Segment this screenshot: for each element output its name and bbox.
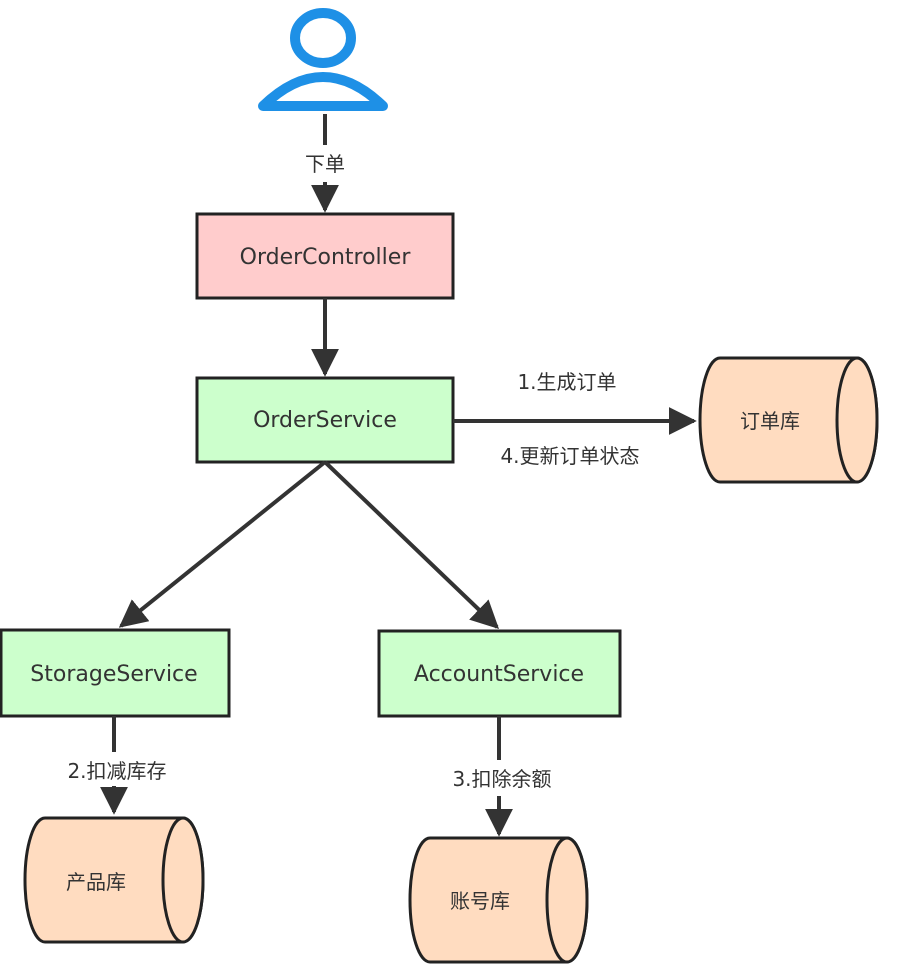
product-db: 产品库 xyxy=(23,816,205,944)
edge-service-to-storage xyxy=(118,460,327,628)
account-service-node: AccountService xyxy=(377,629,622,718)
order-service-label: OrderService xyxy=(253,408,397,433)
product-db-label: 产品库 xyxy=(66,870,126,894)
edge-label-place-order: 下单 xyxy=(305,152,345,176)
edge-label-update-order-status: 4.更新订单状态 xyxy=(500,444,639,468)
order-controller-node: OrderController xyxy=(195,212,455,300)
edge-label-create-order: 1.生成订单 xyxy=(517,370,616,394)
order-db-label: 订单库 xyxy=(740,409,800,433)
edge-account-to-account-db: 3.扣除余额 xyxy=(452,716,552,837)
edge-label-deduct-balance: 3.扣除余额 xyxy=(452,767,551,791)
order-service-node: OrderService xyxy=(195,376,455,464)
account-db: 账号库 xyxy=(408,836,589,964)
edge-label-deduct-stock: 2.扣减库存 xyxy=(67,759,166,783)
edge-place-order: 下单 xyxy=(305,114,345,213)
order-db: 订单库 xyxy=(698,356,879,484)
order-controller-label: OrderController xyxy=(240,245,412,270)
user-icon xyxy=(258,8,388,111)
edge-service-to-order-db: 1.生成订单 4.更新订单状态 xyxy=(453,370,697,468)
edge-storage-to-product-db: 2.扣减库存 xyxy=(67,716,167,815)
account-db-label: 账号库 xyxy=(450,889,510,913)
storage-service-label: StorageService xyxy=(30,662,197,687)
storage-service-node: StorageService xyxy=(0,628,231,718)
account-service-label: AccountService xyxy=(414,662,584,687)
edge-service-to-account xyxy=(323,460,500,629)
